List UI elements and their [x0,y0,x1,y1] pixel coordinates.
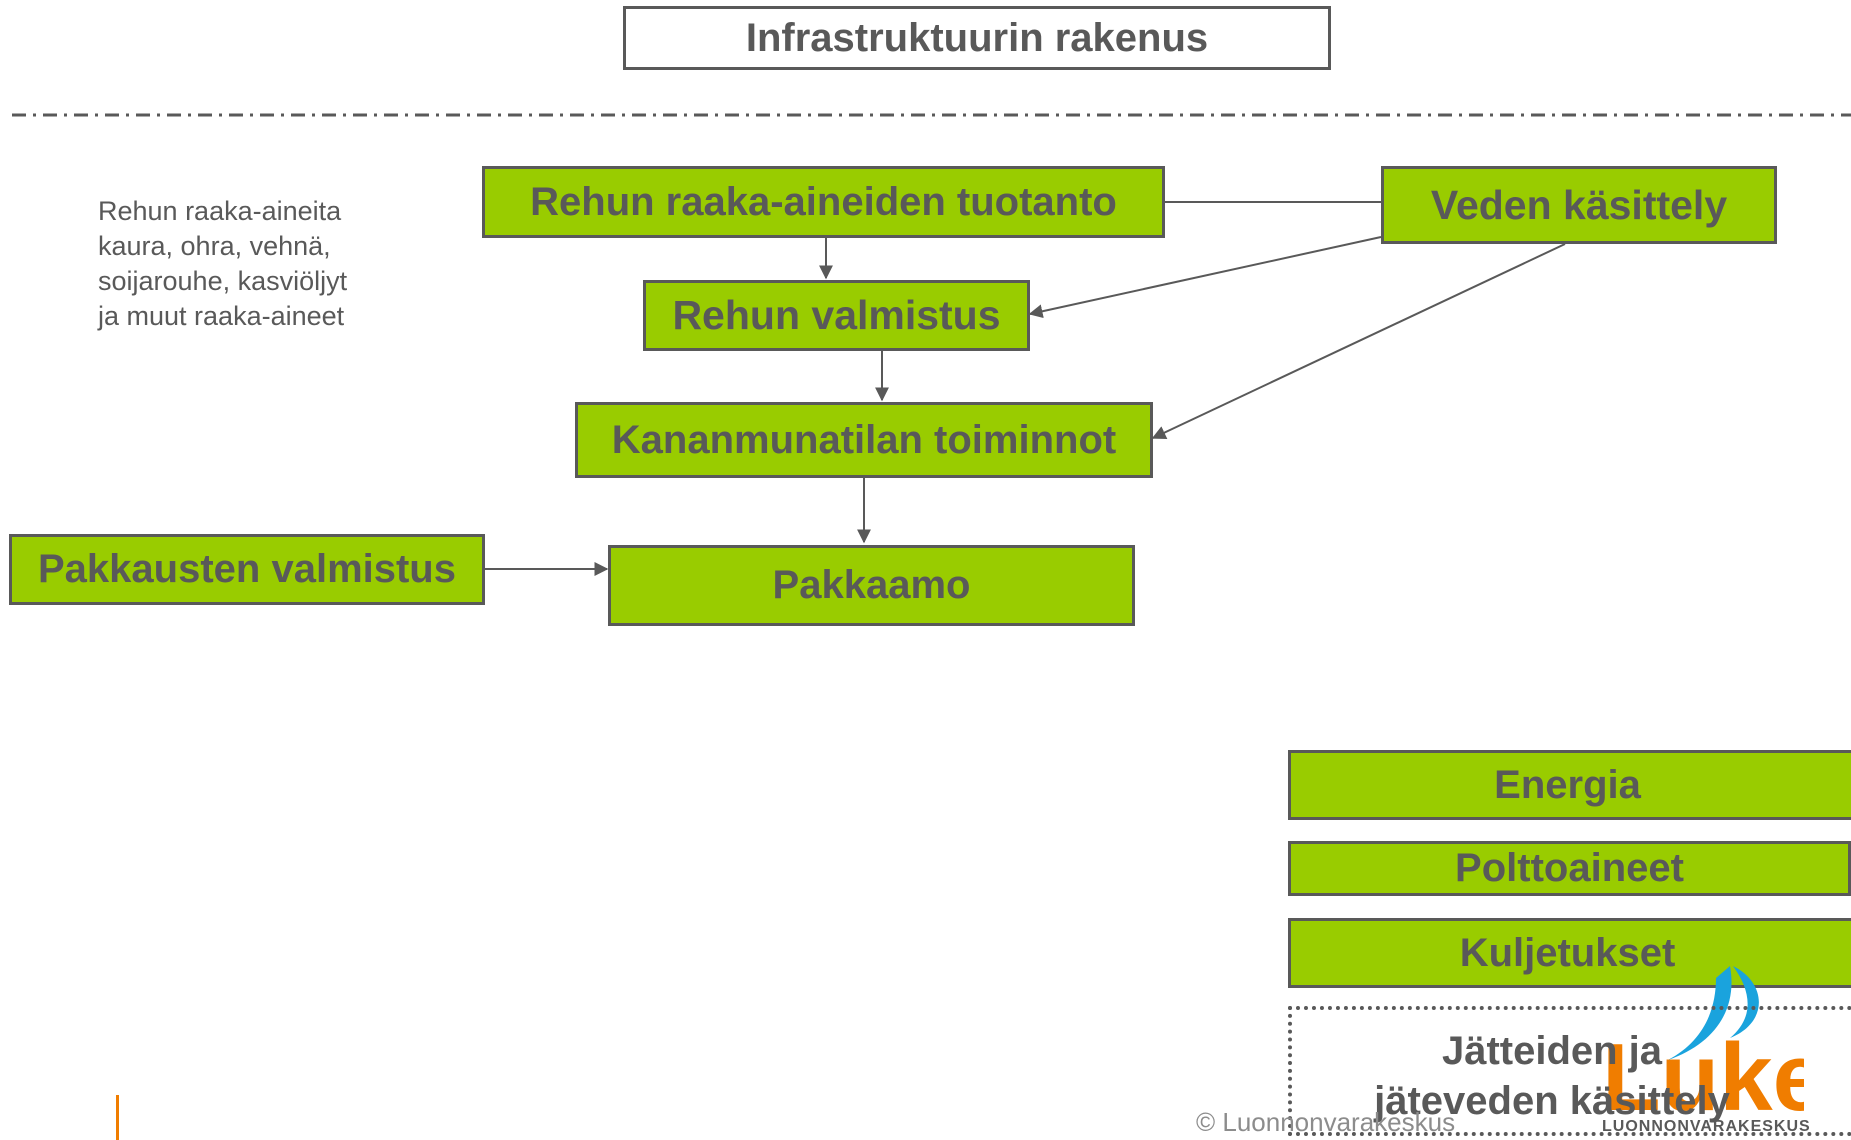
waste-label-line2: jäteveden käsittely [1374,1079,1730,1123]
accent-bar [116,1095,119,1140]
egg-farm-box: Kananmunatilan toiminnot [575,402,1153,478]
waste-label-line1: Jätteiden ja [1441,1029,1663,1073]
raw-materials-box: Rehun raaka-aineiden tuotanto [482,166,1165,238]
packing-box: Pakkaamo [608,545,1135,626]
logo-subtitle: LUONNONVARAKESKUS [1602,1118,1811,1135]
transport-box: Kuljetukset [1288,918,1851,988]
fuels-box: Polttoaineet [1288,841,1851,896]
copyright-text: © Luonnonvarakeskus [1196,1107,1456,1137]
logo-swoosh-icon [1668,966,1732,1060]
waste-treatment-box: Jätteiden ja jäteveden käsittely [1288,1006,1851,1136]
raw-materials-note: Rehun raaka-aineita kaura, ohra, vehnä, … [98,194,347,334]
note-line: ja muut raaka-aineet [98,301,345,331]
package-making-box: Pakkausten valmistus [9,534,485,605]
luke-logo: Luke [1602,966,1804,1130]
section-title: Infrastruktuurin rakenus [623,6,1331,70]
feed-production-box: Rehun valmistus [643,280,1030,351]
energy-box: Energia [1288,750,1851,820]
logo-swoosh-icon [1730,966,1759,1038]
arrow-water-to-feed [1028,236,1382,319]
arrow-water-to-farm [1151,243,1566,439]
note-line: soijarouhe, kasviöljyt [98,266,348,296]
note-line: kaura, ohra, vehnä, [98,231,331,261]
logo-word: Luke [1602,1024,1804,1130]
water-treatment-box: Veden käsittely [1381,166,1777,244]
note-line: Rehun raaka-aineita [98,196,342,226]
